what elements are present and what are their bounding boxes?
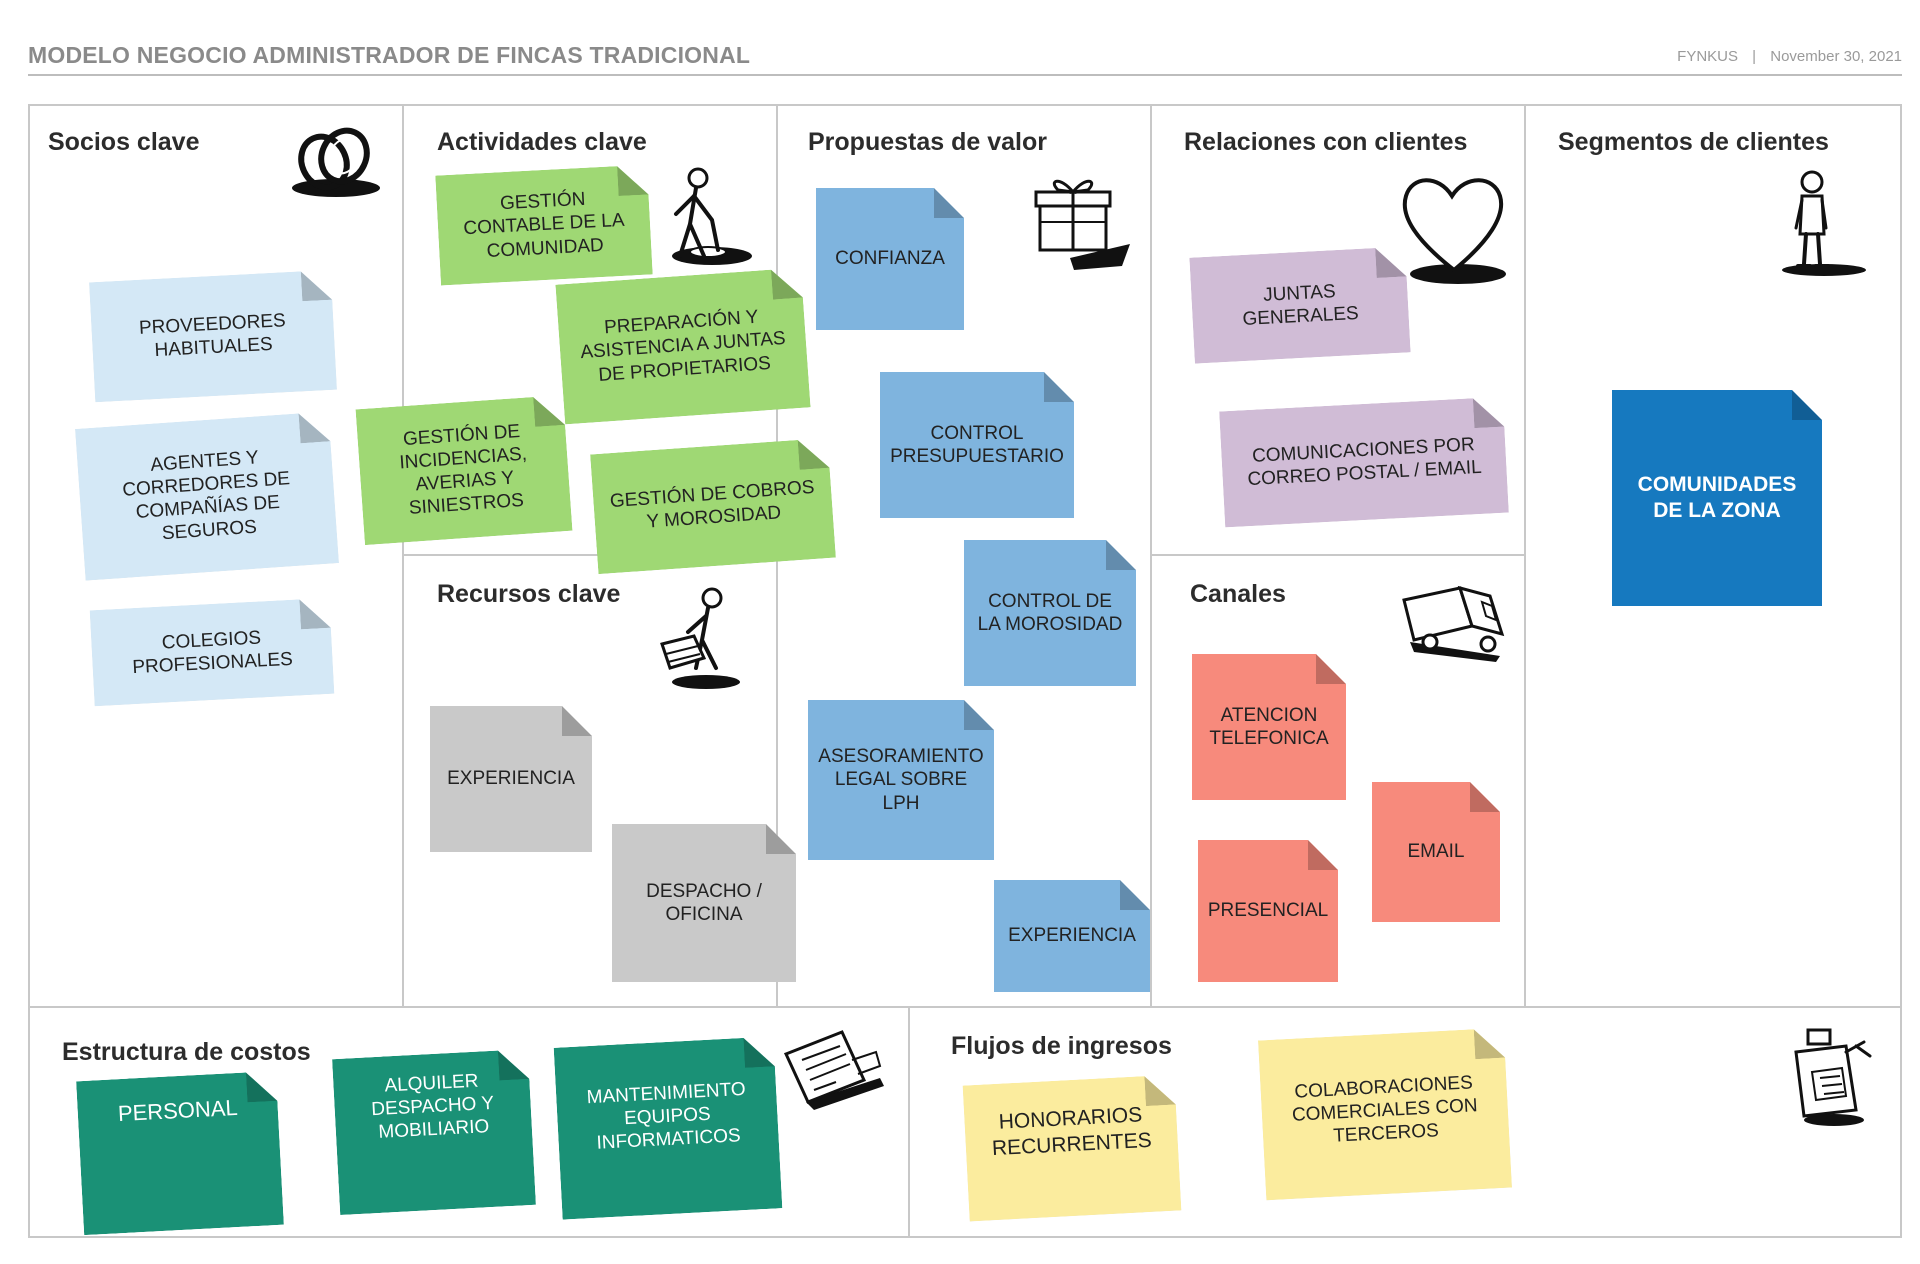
socios-title: Socios clave (48, 128, 200, 156)
page-title: MODELO NEGOCIO ADMINISTRADOR DE FINCAS T… (28, 42, 751, 68)
note-control-presupuestario: CONTROL PRESUPUESTARIO (880, 372, 1074, 518)
section-flujos-ingresos (908, 1006, 1902, 1238)
note-confianza: CONFIANZA (816, 188, 964, 330)
date-label: November 30, 2021 (1770, 48, 1902, 65)
canales-title: Canales (1190, 580, 1286, 608)
propuestas-title: Propuestas de valor (808, 128, 1047, 156)
standing-person-icon (1782, 170, 1866, 276)
note-alquiler-despacho: ALQUILER DESPACHO Y MOBILIARIO (332, 1049, 536, 1215)
header-meta: FYNKUS | November 30, 2021 (1667, 48, 1902, 65)
page-header: MODELO NEGOCIO ADMINISTRADOR DE FINCAS T… (28, 40, 1902, 76)
note-preparacion-juntas: PREPARACIÓN Y ASISTENCIA A JUNTAS DE PRO… (555, 268, 810, 425)
costos-title: Estructura de costos (62, 1038, 311, 1066)
recursos-title: Recursos clave (437, 580, 621, 608)
note-comunidades-zona: COMUNIDADES DE LA ZONA (1612, 390, 1822, 606)
note-asesoramiento-legal: ASESORAMIENTO LEGAL SOBRE LPH (808, 700, 994, 860)
relaciones-title: Relaciones con clientes (1184, 128, 1468, 156)
note-despacho-oficina: DESPACHO / OFICINA (612, 824, 796, 982)
note-experiencia-recursos: EXPERIENCIA (430, 706, 592, 852)
heart-icon (1402, 178, 1506, 284)
note-control-morosidad: CONTROL DE LA MOROSIDAD (964, 540, 1136, 686)
note-proveedores-habituales: PROVEEDORES HABITUALES (89, 270, 337, 403)
rings-icon (292, 127, 380, 197)
receipt-icon (783, 1030, 884, 1110)
note-juntas-generales: JUNTAS GENERALES (1189, 246, 1410, 363)
ingresos-title: Flujos de ingresos (951, 1032, 1172, 1060)
note-colegios-profesionales: COLEGIOS PROFESIONALES (90, 598, 335, 706)
person-with-machine-icon (660, 587, 740, 689)
note-mantenimiento-equipos: MANTENIMIENTO EQUIPOS INFORMATICOS (554, 1036, 783, 1219)
note-honorarios-recurrentes: HONORARIOS RECURRENTES (963, 1075, 1182, 1222)
gift-icon (1034, 179, 1130, 270)
note-gestion-incidencias: GESTIÓN DE INCIDENCIAS, AVERIAS Y SINIES… (356, 395, 573, 545)
truck-icon (1402, 585, 1505, 662)
note-comunicaciones-correo: COMUNICACIONES POR CORREO POSTAL / EMAIL (1219, 397, 1509, 528)
digging-person-icon (672, 167, 752, 265)
note-personal: PERSONAL (76, 1071, 284, 1235)
note-atencion-telefonica: ATENCION TELEFONICA (1192, 654, 1346, 800)
brand-label: FYNKUS (1677, 48, 1738, 65)
note-gestion-contable: GESTIÓN CONTABLE DE LA COMUNIDAD (435, 165, 652, 286)
segmentos-title: Segmentos de clientes (1558, 128, 1829, 156)
note-presencial: PRESENCIAL (1198, 840, 1338, 982)
note-agentes-corredores-seguros: AGENTES Y CORREDORES DE COMPAÑÍAS DE SEG… (75, 411, 339, 580)
meta-separator: | (1752, 48, 1757, 65)
note-email-canal: EMAIL (1372, 782, 1500, 922)
note-gestion-cobros: GESTIÓN DE COBROS Y MOROSIDAD (590, 438, 836, 574)
cash-register-icon (1794, 1028, 1872, 1126)
note-experiencia-valor: EXPERIENCIA (994, 880, 1150, 992)
note-colaboraciones-comerciales: COLABORACIONES COMERCIALES CON TERCEROS (1258, 1028, 1512, 1201)
actividades-title: Actividades clave (437, 128, 647, 156)
